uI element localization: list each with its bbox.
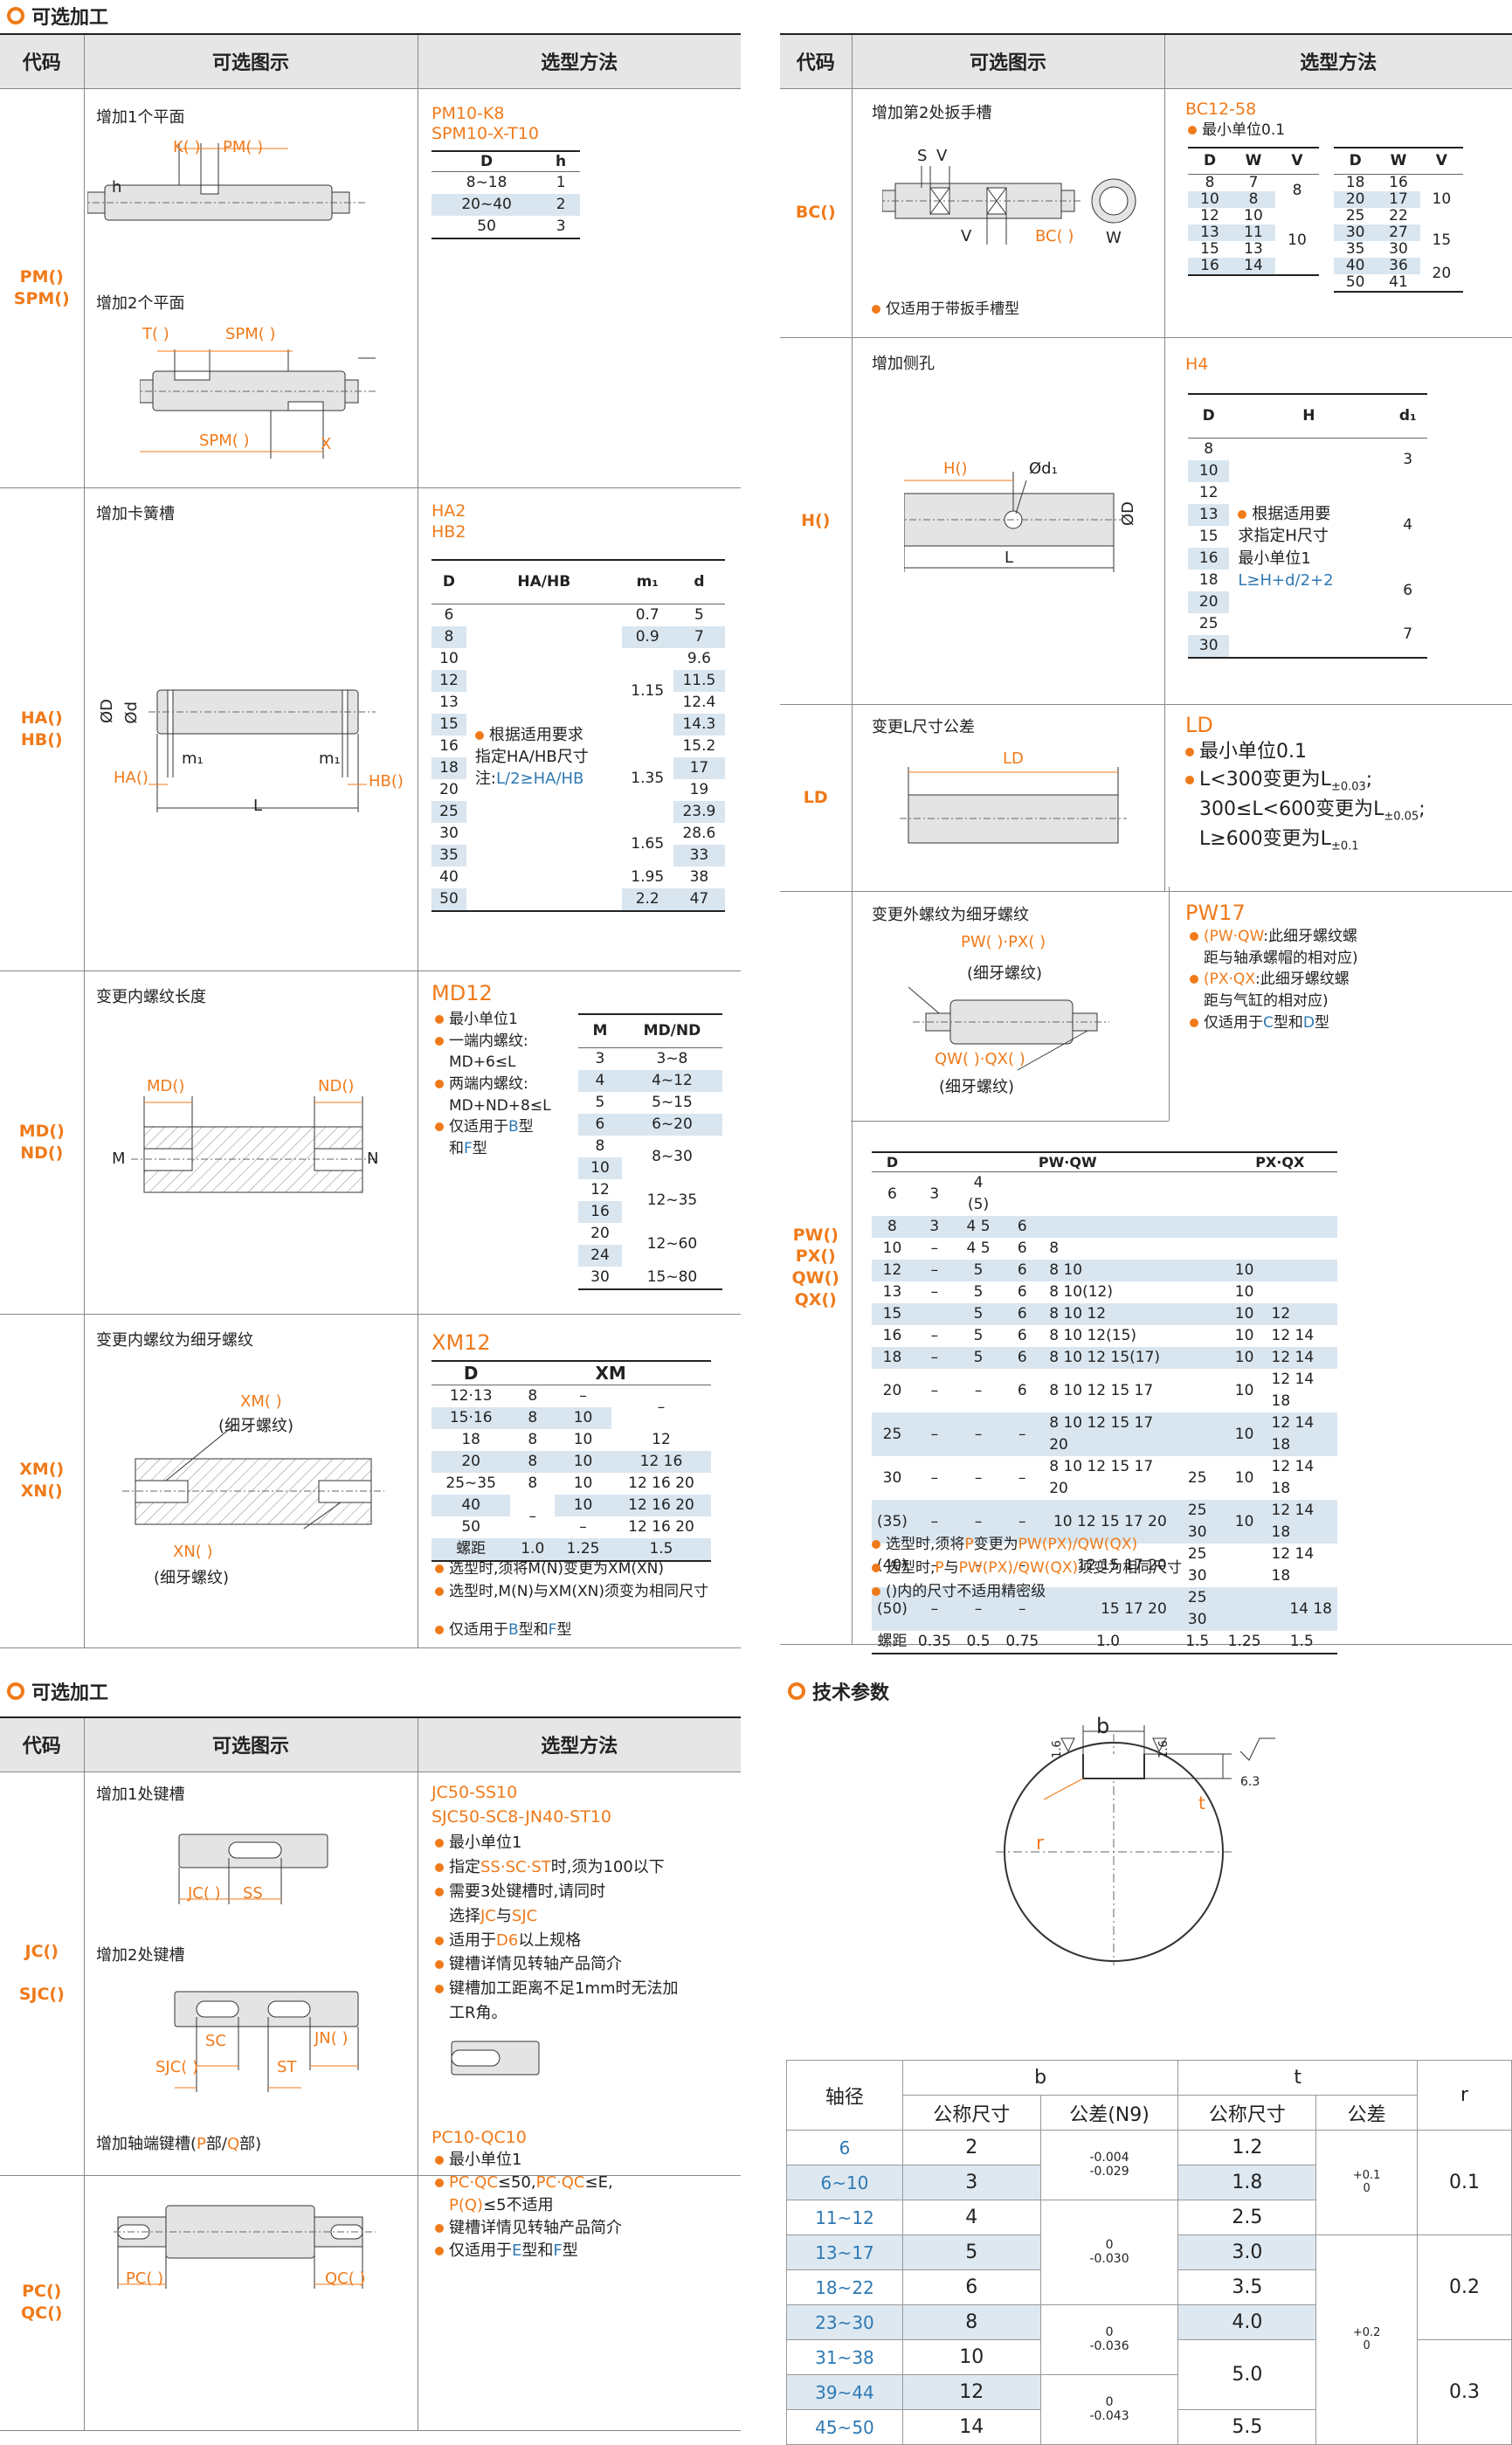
md-diagram: [131, 1096, 376, 1193]
section-title-optional-2: 可选加工: [7, 1677, 108, 1705]
section-title-optional: 可选加工: [7, 2, 108, 30]
pm-caption-1: 增加1个平面: [96, 108, 185, 127]
jc-diagram-1: [178, 1834, 328, 1904]
bc-diagram: [882, 166, 1136, 245]
keyway-end-icon: [451, 2041, 540, 2075]
pm-diagram-1: [87, 143, 367, 221]
pc-caption: 增加轴端键槽(P部/Q部): [96, 2135, 262, 2153]
pw-notes: (PW·QW:此细牙螺纹螺 距与轴承螺帽的相对应) (PX·QX:此细牙螺纹螺 …: [1190, 926, 1358, 1033]
pm-caption-2: 增加2个平面: [96, 294, 185, 313]
md-notes: 最小单位1 一端内螺纹: MD+6≤L 两端内螺纹: MD+ND+8≤L 仅适用…: [435, 1009, 575, 1159]
pm-diagram-2: [140, 349, 376, 459]
ld-diagram: [900, 767, 1127, 844]
pw-diagram: [908, 986, 1109, 1071]
pc-diagram: [114, 2205, 376, 2289]
pc-notes: 最小单位1 PC·QC≤50,PC·QC≤E, P(Q)≤5不适用 键槽详情见转…: [435, 2149, 622, 2262]
h-diagram: [904, 472, 1122, 572]
shaft-keyway-diagram: [996, 1725, 1275, 1965]
jc-diagram-2: [174, 1991, 359, 2092]
xm-diagram: [122, 1423, 384, 1529]
ha-diagram: [148, 689, 376, 812]
pw-bottom-notes: 选型时,须将P变更为PW(PX)/QW(QX) 选型时,P与PW(PX)/QW(…: [872, 1533, 1182, 1605]
section-title-tech: 技术参数: [788, 1677, 889, 1705]
jc-notes: 最小单位1 指定SS·SC·ST时,须为100以下 需要3处键槽时,请同时 选择…: [435, 1831, 679, 2026]
ld-notes: 最小单位0.1 L<300变更为L±0.03; 300≤L<600变更为L±0.…: [1185, 738, 1426, 856]
